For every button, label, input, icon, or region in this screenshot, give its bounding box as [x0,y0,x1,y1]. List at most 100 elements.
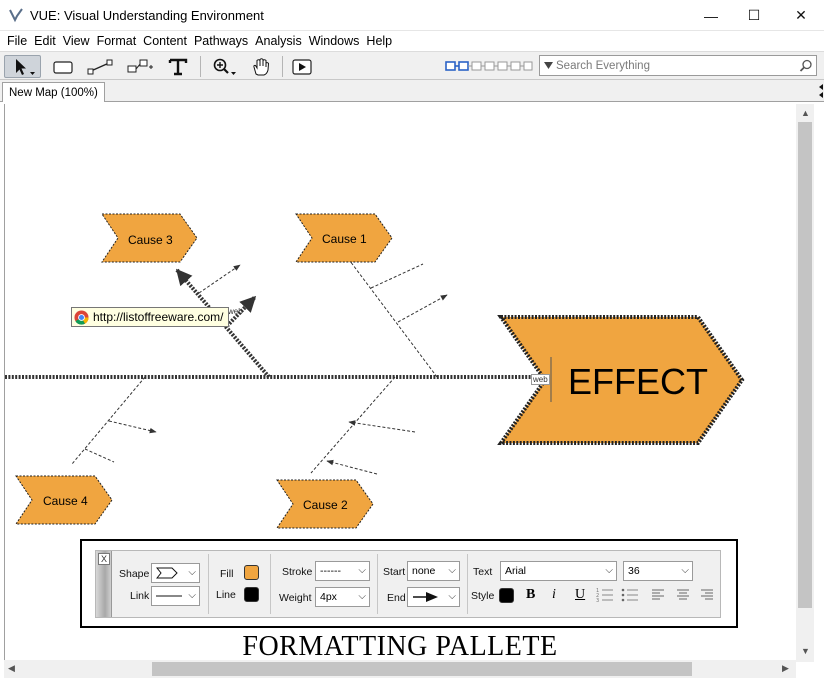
tab-new-map[interactable]: New Map (100%) [2,82,105,102]
bone-cause-1[interactable] [349,260,438,378]
search-dropdown-icon[interactable] [544,62,553,69]
search-icon[interactable] [799,59,813,73]
web-resource-tag[interactable]: web [228,307,243,316]
url-tooltip: http://listoffreeware.com/ [71,307,229,327]
start-label: Start [383,566,406,578]
font-size-value: 36 [628,565,640,577]
fishbone-diagram [5,213,745,529]
menu-windows[interactable]: Windows [308,34,360,48]
align-left-icon[interactable] [651,588,665,602]
sub-bone[interactable] [397,294,448,323]
palette-panel: X Shape ⌵ Link ⌵ Fill Line Stroke ------… [95,550,721,618]
tab-scroll-icon[interactable] [816,83,824,99]
bullet-list-icon[interactable] [621,587,639,603]
link-start-select[interactable]: none ⌵ [407,561,460,581]
scroll-right-icon[interactable]: ▶ [782,663,789,673]
sub-bone[interactable] [370,263,424,289]
bone-cause-2[interactable] [310,376,396,474]
link-tool-button[interactable] [84,55,116,78]
menu-analysis[interactable]: Analysis [255,34,302,48]
close-window-button[interactable]: ✕ [795,7,807,23]
horizontal-scroll-thumb[interactable] [152,662,692,676]
selection-tool-button[interactable] [4,55,41,78]
chevron-down-icon: ⌵ [605,565,613,576]
chrome-icon [74,309,89,325]
sub-bone[interactable] [348,420,416,433]
pathway-navigator-icon[interactable] [445,60,533,72]
play-icon [292,58,312,75]
palette-divider [377,554,378,614]
search-input[interactable] [556,57,794,74]
cause-3-node[interactable] [101,213,198,263]
magnifier-icon [213,58,236,75]
text-tool-button[interactable] [164,55,192,78]
presentation-tool-button[interactable] [290,55,314,78]
stroke-weight-select[interactable]: 4px ⌵ [315,587,370,607]
toolbar [0,51,824,80]
menu-pathways[interactable]: Pathways [193,34,249,48]
fill-color-swatch[interactable] [244,565,259,580]
zoom-tool-button[interactable] [207,55,241,78]
vertical-scrollbar[interactable]: ▲ ▼ [796,104,814,662]
shape-select[interactable]: ⌵ [151,563,200,583]
align-right-icon[interactable] [700,588,714,602]
scroll-down-icon[interactable]: ▼ [801,646,810,656]
menu-content[interactable]: Content [143,34,187,48]
solid-line-icon [156,595,182,597]
cause-2-node[interactable] [276,479,374,529]
cause-3-label: Cause 3 [128,233,173,247]
ontology-tool-button[interactable] [124,55,156,78]
menu-file[interactable]: File [7,34,28,48]
line-color-swatch[interactable] [244,587,259,602]
scroll-left-icon[interactable]: ◀ [8,663,15,673]
node-tool-button[interactable] [48,55,78,78]
palette-grip[interactable]: X [96,551,112,617]
horizontal-scrollbar[interactable]: ◀ ▶ [4,660,796,678]
palette-close-button[interactable]: X [98,553,110,565]
align-center-icon[interactable] [676,588,690,602]
cause-4-node[interactable] [15,475,113,525]
text-color-swatch[interactable] [499,588,514,603]
italic-button[interactable]: i [552,587,556,602]
svg-text:3: 3 [596,598,599,603]
search-box [539,55,817,76]
sub-bone[interactable] [84,448,115,463]
font-size-select[interactable]: 36 ⌵ [623,561,693,581]
cause-2-label: Cause 2 [303,498,348,512]
text-t-icon [168,58,188,75]
chevron-down-icon: ⌵ [681,565,689,576]
sub-bone[interactable] [198,264,241,294]
web-resource-tag[interactable]: web [531,374,550,385]
stroke-style-select[interactable]: ------ ⌵ [315,561,370,581]
shape-label: Shape [119,568,150,580]
sub-bone[interactable] [326,459,378,475]
vertical-scroll-thumb[interactable] [798,122,812,608]
bold-button[interactable]: B [526,587,536,602]
stroke-weight-value: 4px [320,591,337,603]
pan-tool-button[interactable] [248,55,274,78]
palette-divider [270,554,271,614]
end-label: End [387,592,406,604]
menu-edit[interactable]: Edit [34,34,56,48]
numbered-list-icon[interactable]: 1 2 3 [596,587,614,603]
sub-bone[interactable] [108,420,157,434]
cause-1-node[interactable] [295,213,393,263]
font-family-select[interactable]: Arial ⌵ [500,561,617,581]
minimize-button[interactable]: — [704,7,718,24]
menu-format[interactable]: Format [96,34,137,48]
maximize-button[interactable]: ☐ [747,7,761,23]
menu-view[interactable]: View [62,34,90,48]
text-label: Text [473,566,493,578]
link-end-select[interactable]: ⌵ [407,587,460,607]
link-style-select[interactable]: ⌵ [151,586,200,606]
bone-cause-3[interactable] [175,268,271,379]
bone-cause-4[interactable] [71,376,146,465]
underline-button[interactable]: U [575,587,586,602]
hand-icon [253,57,270,75]
weight-label: Weight [279,592,312,604]
node-link-icon [127,59,153,72]
effect-node[interactable] [497,315,745,445]
scroll-up-icon[interactable]: ▲ [801,108,810,118]
menu-help[interactable]: Help [366,34,393,48]
stroke-label: Stroke [282,566,313,578]
